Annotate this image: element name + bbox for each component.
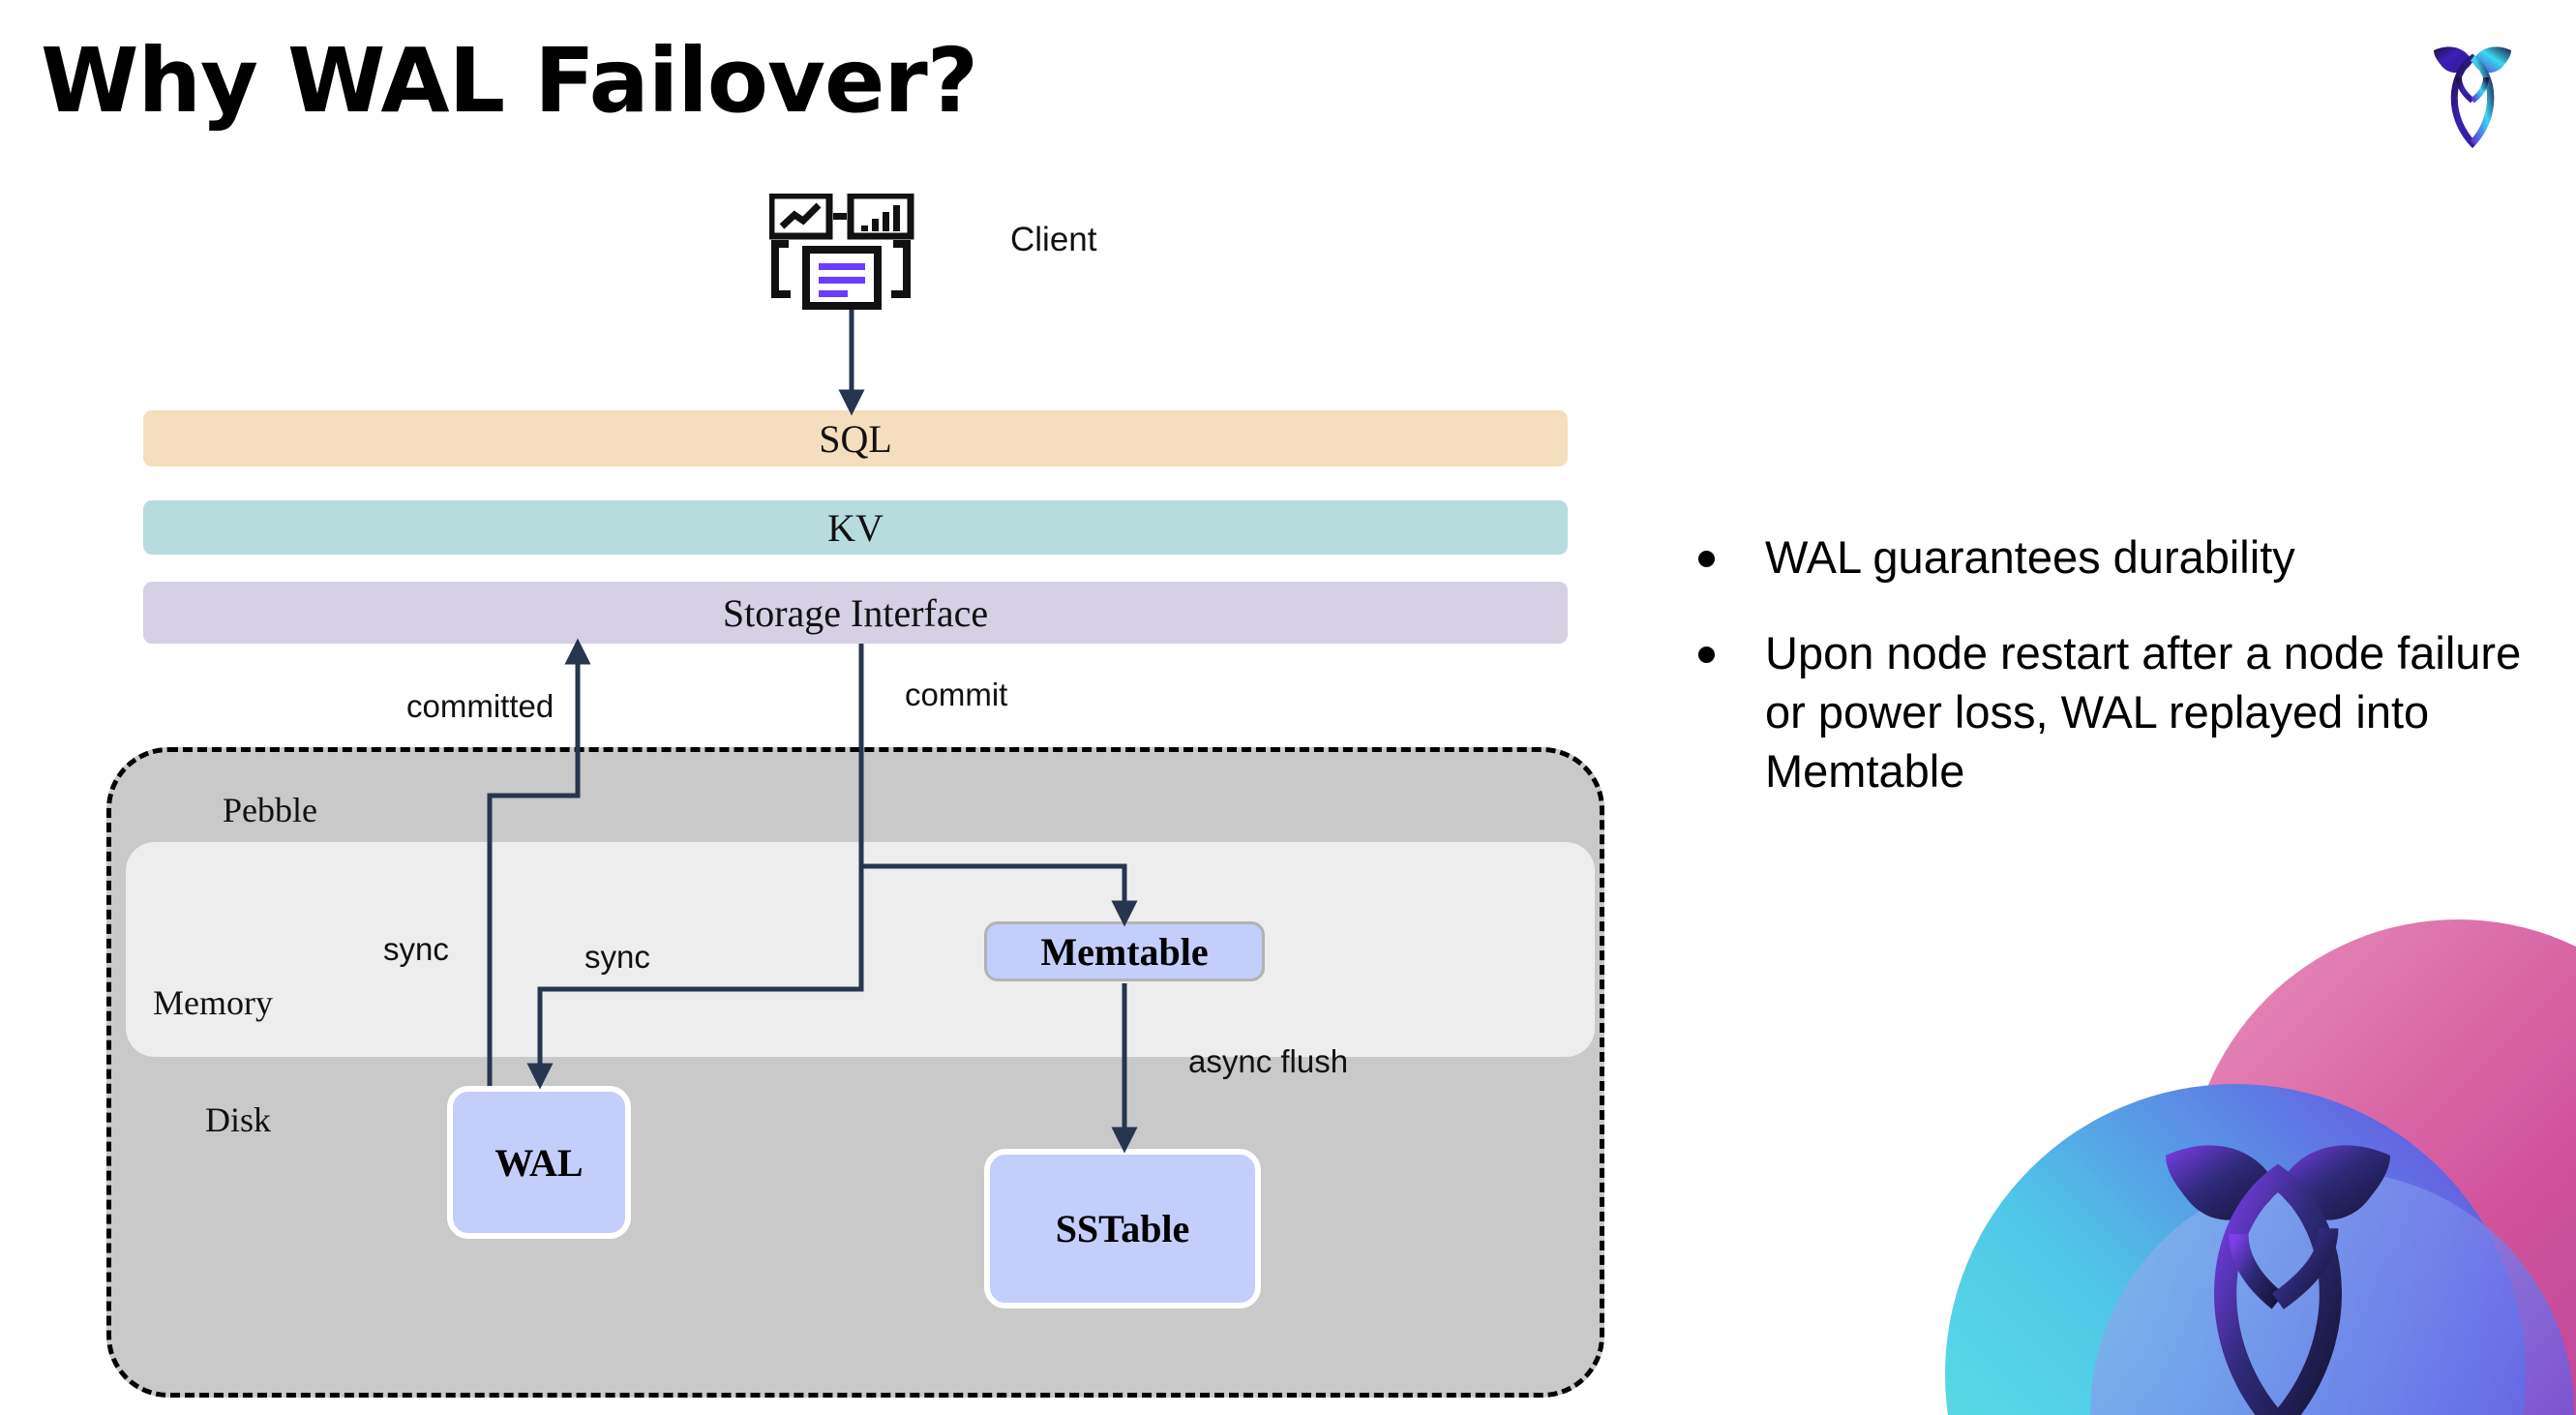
edge-label-sync-1: sync — [383, 931, 449, 967]
node-sstable[interactable]: SSTable — [984, 1149, 1261, 1309]
layer-storage-label: Storage Interface — [722, 590, 989, 635]
layer-storage-interface[interactable]: Storage Interface — [143, 582, 1568, 644]
page-title: Why WAL Failover? — [41, 29, 978, 133]
list-item: WAL guarantees durability — [1698, 527, 2550, 587]
memory-zone — [126, 842, 1595, 1057]
pebble-container — [106, 747, 1604, 1398]
disk-label: Disk — [205, 1100, 272, 1139]
architecture-diagram: Pebble Memory Disk SQL KV Storage Interf… — [106, 192, 1604, 1398]
client-label: Client — [1010, 221, 1097, 258]
node-wal[interactable]: WAL — [447, 1086, 631, 1239]
cockroachdb-logo-icon — [2414, 29, 2531, 155]
memory-label: Memory — [153, 983, 273, 1022]
bullet-dot-icon — [1698, 551, 1715, 567]
layer-sql[interactable]: SQL — [143, 410, 1568, 467]
bullet-dot-icon — [1698, 647, 1715, 664]
client-devices-icon — [767, 192, 929, 310]
layer-kv-label: KV — [827, 505, 884, 550]
bullet-text: Upon node restart after a node failure o… — [1765, 627, 2522, 798]
edge-label-committed: committed — [406, 688, 554, 724]
layer-kv[interactable]: KV — [143, 500, 1568, 555]
list-item: Upon node restart after a node failure o… — [1698, 623, 2550, 800]
edge-label-async-flush: async flush — [1188, 1043, 1349, 1079]
edge-label-sync-2: sync — [584, 939, 650, 975]
pebble-label: Pebble — [223, 791, 317, 829]
node-memtable[interactable]: Memtable — [984, 921, 1265, 981]
node-wal-label: WAL — [494, 1140, 584, 1185]
cockroachdb-circles-decoration — [1916, 910, 2576, 1415]
layer-sql-label: SQL — [819, 416, 892, 461]
bullet-list: WAL guarantees durability Upon node rest… — [1698, 527, 2550, 837]
node-memtable-label: Memtable — [1040, 929, 1209, 974]
edge-label-commit: commit — [905, 677, 1008, 712]
bullet-text: WAL guarantees durability — [1765, 531, 2295, 583]
node-sstable-label: SSTable — [1055, 1207, 1190, 1250]
